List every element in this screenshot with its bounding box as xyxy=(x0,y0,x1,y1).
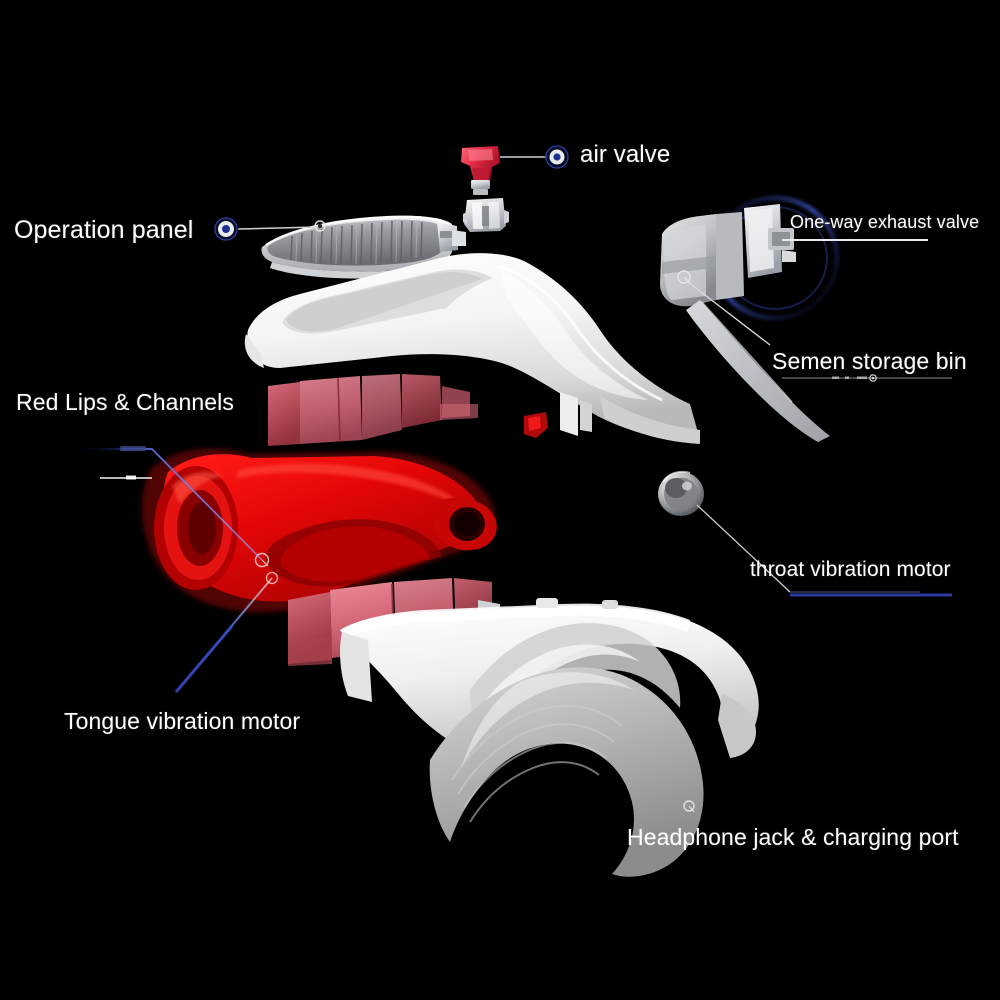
callout-label-tongue-vibration-motor: Tongue vibration motor xyxy=(64,708,301,734)
part-base-cover xyxy=(429,667,704,877)
part-operation-panel xyxy=(261,215,466,279)
callout-leader-operation-panel xyxy=(212,215,319,243)
part-red-sleeve xyxy=(142,448,497,613)
callout-label-one-way-exhaust-valve: One-way exhaust valve xyxy=(790,212,980,232)
callout-label-operation-panel: Operation panel xyxy=(14,216,194,244)
callout-label-air-valve: air valve xyxy=(580,141,671,168)
part-upper-shell xyxy=(244,253,700,444)
part-air-valve-plug xyxy=(461,146,500,195)
part-exhaust-assembly xyxy=(660,195,840,442)
part-red-connector xyxy=(524,412,548,438)
callout-leader-tongue-vibration-motor xyxy=(174,577,273,693)
callout-label-red-lips-channels: Red Lips & Channels xyxy=(16,389,234,415)
callout-label-semen-storage-bin: Semen storage bin xyxy=(772,348,967,374)
callout-label-throat-vibration-motor: throat vibration motor xyxy=(750,558,951,581)
callout-leader-air-valve xyxy=(500,143,571,171)
callout-leader-semen-storage-bin xyxy=(687,281,952,382)
part-valve-insert xyxy=(463,198,509,232)
part-throat-motor xyxy=(658,470,704,516)
callout-label-headphone-jack: Headphone jack & charging port xyxy=(627,824,959,850)
part-lower-shell xyxy=(340,598,759,760)
callout-leader-throat-vibration-motor xyxy=(696,504,952,597)
callout-leader-red-lips-channels xyxy=(78,446,263,561)
part-pink-liner-top xyxy=(268,374,478,446)
